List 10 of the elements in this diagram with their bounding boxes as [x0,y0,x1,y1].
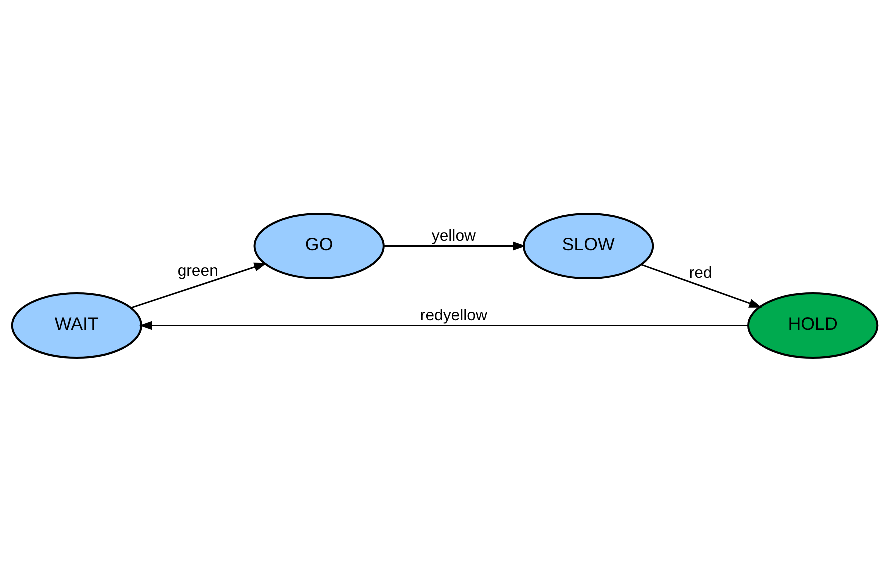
edge-label: yellow [432,228,476,246]
edge-label: redyellow [420,308,488,325]
arrow [641,264,762,308]
edge-label: green [178,262,218,280]
arrow [140,321,748,330]
edge-label: red [689,264,712,282]
node-ellipse: WAIT [11,292,142,360]
arrow [384,242,526,251]
node-ellipse: SLOW [522,212,654,280]
arrow [131,262,268,309]
